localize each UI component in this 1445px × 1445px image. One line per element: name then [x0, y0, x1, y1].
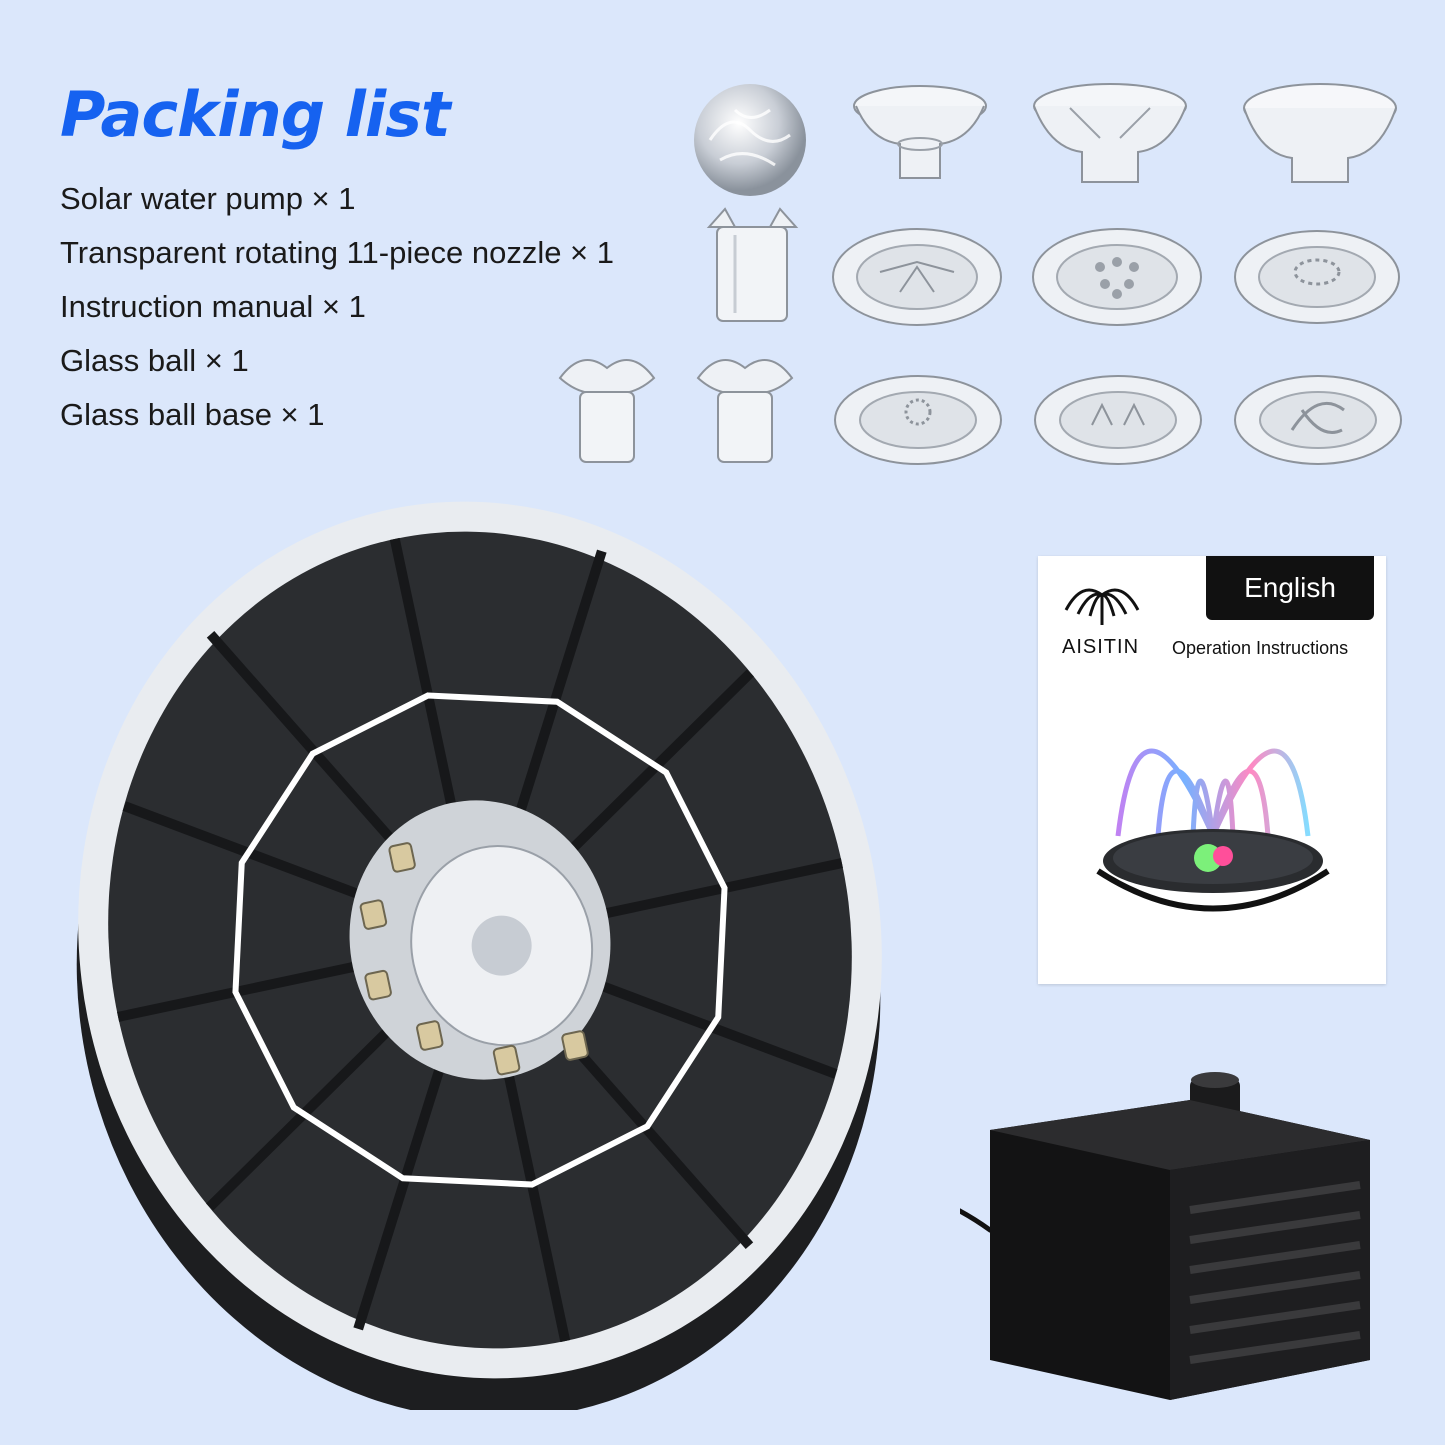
flower-nozzle-image	[558, 359, 656, 463]
fountain-illustration	[1096, 748, 1330, 912]
nozzle-bowl-image	[1243, 83, 1397, 183]
flower-nozzle-image	[696, 359, 794, 463]
nozzle-bowl-image	[1033, 83, 1187, 183]
flower-nozzle-image	[834, 375, 1002, 465]
instruction-manual: English AISITIN Operation Instructions	[1038, 556, 1386, 984]
language-badge: English	[1206, 556, 1374, 620]
glass-ball-image	[694, 84, 806, 196]
list-item: Solar water pump × 1	[60, 181, 356, 216]
flower-nozzle-image	[1032, 228, 1202, 326]
nozzle-bowl-image	[853, 85, 987, 179]
water-pump-image	[960, 1072, 1370, 1400]
solar-panel-image	[76, 501, 882, 1410]
tube-adapter-image	[706, 207, 799, 322]
list-item: Glass ball base × 1	[60, 397, 325, 432]
brand-name: AISITIN	[1062, 636, 1140, 658]
list-item: Glass ball × 1	[60, 343, 249, 378]
flower-nozzle-image	[1034, 375, 1202, 465]
list-item: Instruction manual × 1	[60, 289, 366, 324]
packing-list: Solar water pump × 1 Transparent rotatin…	[60, 176, 614, 446]
packing-list-title: Packing list	[60, 78, 451, 151]
manual-subtitle: Operation Instructions	[1172, 638, 1349, 658]
flower-nozzle-image	[832, 228, 1002, 326]
flower-nozzle-image	[1234, 375, 1402, 465]
flower-nozzle-image	[1234, 230, 1400, 324]
fountain-logo-icon	[1064, 588, 1140, 625]
list-item: Transparent rotating 11-piece nozzle × 1	[60, 235, 615, 270]
